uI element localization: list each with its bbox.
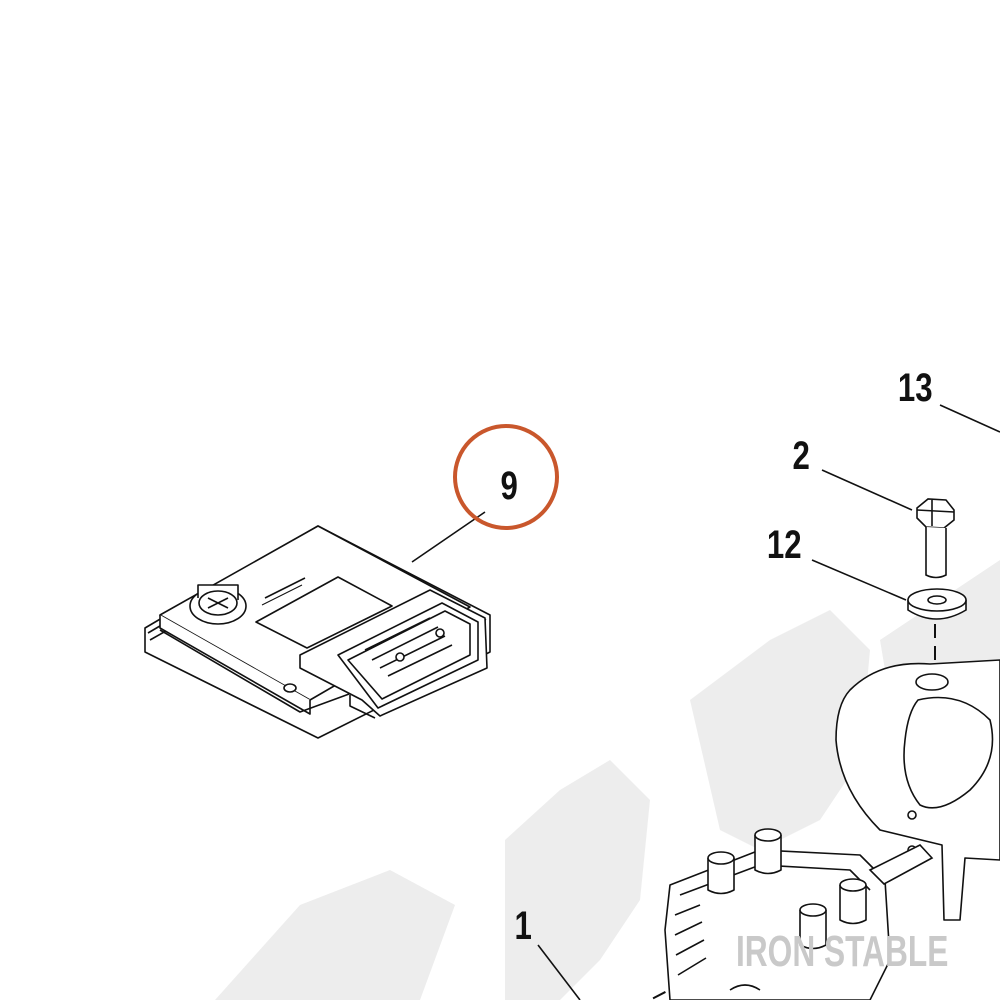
leader-line-9 — [411, 511, 486, 563]
shaft-illustration — [868, 844, 934, 885]
leader-line-12 — [811, 559, 907, 601]
callout-2: 2 — [792, 434, 810, 478]
bolt-illustration — [916, 498, 955, 579]
bracket-illustration — [835, 659, 1000, 921]
leader-lines — [411, 404, 1000, 1000]
coil-illustration — [664, 828, 891, 1000]
callout-12: 12 — [766, 523, 802, 567]
washer-illustration — [907, 588, 967, 620]
leader-line-1 — [537, 944, 581, 1000]
callout-1: 1 — [514, 904, 532, 948]
leader-line-2 — [821, 469, 913, 511]
watermark-text: IRON STABLE — [736, 927, 949, 976]
callout-9: 9 — [500, 464, 518, 508]
leader-line-13 — [939, 404, 1000, 433]
ecm-module-illustration — [144, 525, 491, 739]
highlight-circle-9 — [453, 424, 559, 530]
callout-13: 13 — [897, 366, 933, 410]
